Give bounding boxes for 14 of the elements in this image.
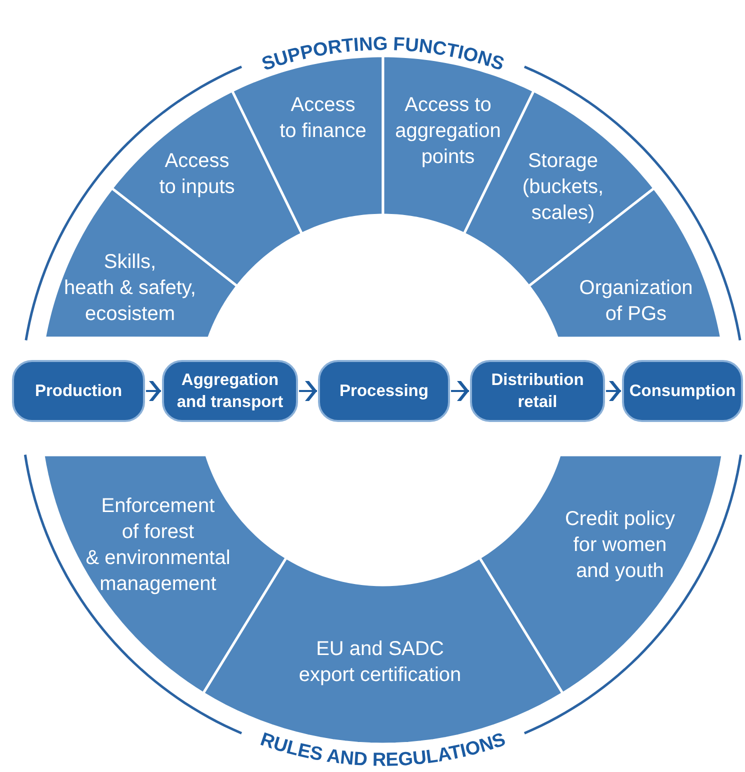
segment-label: Organization of PGs bbox=[579, 276, 693, 327]
segment-label: Access to finance bbox=[280, 93, 366, 144]
stage-box: Production bbox=[12, 360, 145, 422]
stage-box: Aggregation and transport bbox=[162, 360, 298, 422]
segment-label: Access to aggregation points bbox=[395, 93, 501, 170]
segment-label: Credit policy for women and youth bbox=[564, 507, 676, 584]
segment-label: Access to inputs bbox=[159, 149, 235, 200]
stage-box: Distribution retail bbox=[470, 360, 605, 422]
segment-label: Skills, heath & safety, ecosistem bbox=[64, 250, 196, 327]
segment-label: Storage (buckets, scales) bbox=[522, 149, 604, 226]
stage-box: Processing bbox=[318, 360, 450, 422]
segment-label: EU and SADC export certification bbox=[298, 637, 462, 688]
stage-box: Consumption bbox=[622, 360, 743, 422]
segment-label: Enforcement of forest & environmental management bbox=[86, 494, 230, 597]
